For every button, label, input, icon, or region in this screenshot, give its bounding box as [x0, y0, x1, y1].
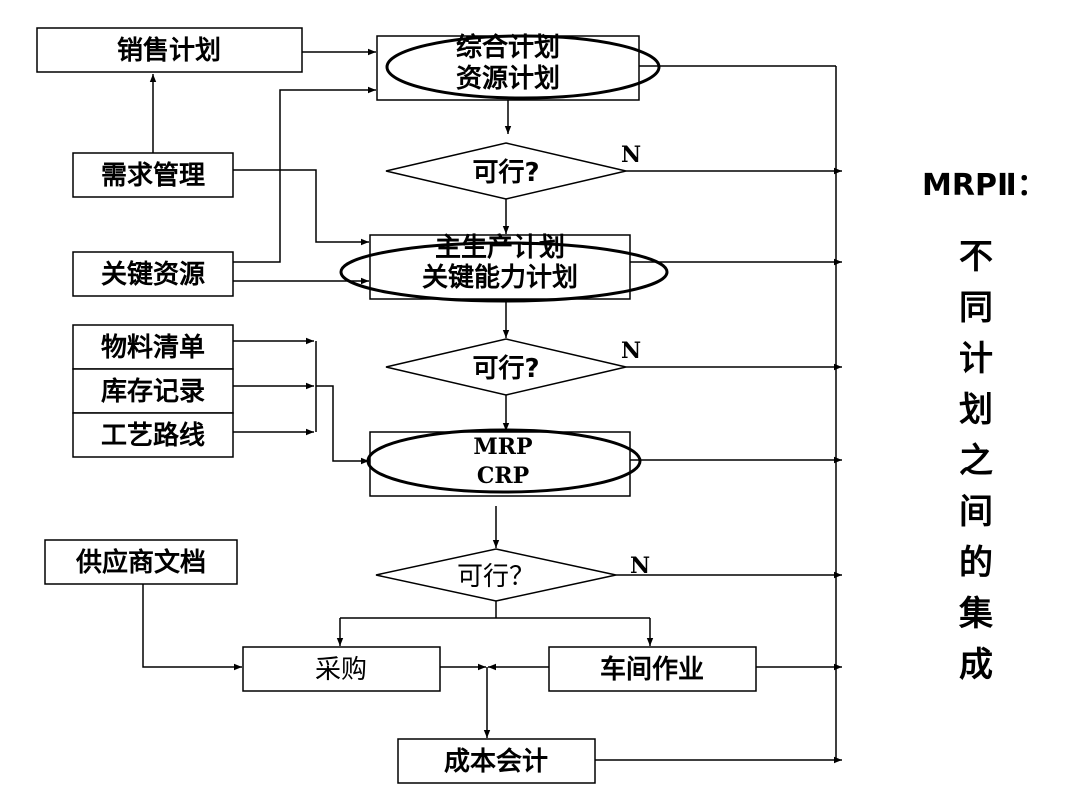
cost-accounting-box — [397, 738, 596, 784]
no-label-2: N — [621, 338, 641, 364]
arrow-demand-to-mps — [233, 169, 369, 246]
routing-box — [72, 412, 234, 458]
mps-label-1: 主生产计划 — [435, 233, 565, 263]
supplier-docs-label: 供应商文档 — [75, 547, 206, 578]
supplier-docs-box — [44, 539, 238, 585]
routing-label: 工艺路线 — [101, 420, 205, 451]
arrow-merge-to-mrp — [316, 385, 369, 465]
mps-label-2: 关键能力计划 — [422, 262, 578, 293]
cost-accounting-label: 成本会计 — [444, 747, 548, 777]
no-label-3: N — [630, 553, 650, 579]
no-label-1: N — [621, 142, 641, 168]
crp-label: CRP — [477, 463, 529, 489]
key-resources-label: 关键资源 — [101, 259, 205, 290]
purchasing-box — [242, 646, 441, 692]
side-vertical-caption: 不同计划之间的集成 — [959, 237, 993, 685]
aggregate-plan-label-2: 资源计划 — [456, 64, 560, 94]
purchasing-label: 采购 — [315, 655, 367, 685]
demand-mgmt-label: 需求管理 — [101, 161, 205, 191]
bom-label: 物料清单 — [101, 333, 205, 363]
mps-ellipse — [339, 241, 669, 303]
shop-floor-box — [548, 646, 757, 692]
side-title: MRPⅡ： — [922, 168, 1047, 203]
feasible-label-2: 可行? — [472, 353, 539, 384]
arrow-key-resources-to-aggregate — [233, 86, 376, 263]
sales-plan-label: 销售计划 — [117, 35, 221, 66]
aggregate-plan-label-1: 综合计划 — [456, 32, 560, 63]
inventory-label: 库存记录 — [101, 377, 205, 407]
shop-floor-label: 车间作业 — [600, 654, 704, 685]
feasible-label-1: 可行? — [472, 157, 539, 188]
arrow-supplier-to-purchasing — [142, 584, 242, 671]
bom-box — [72, 324, 234, 370]
feasible-label-3: 可行？ — [457, 562, 535, 592]
sales-plan-box — [36, 27, 303, 73]
mrp-label: MRP — [473, 434, 532, 460]
key-resources-box — [72, 251, 234, 297]
aggregate-plan-ellipse — [385, 34, 661, 100]
